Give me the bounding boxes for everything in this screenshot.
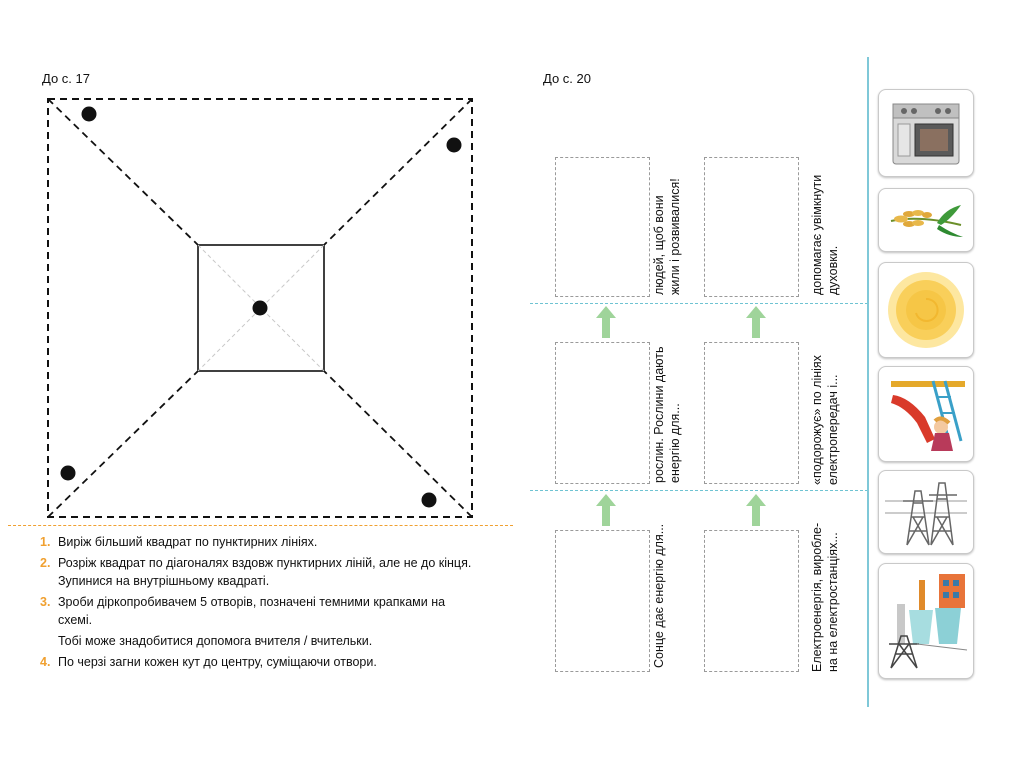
up-arrow-icon (596, 306, 616, 338)
inner-square (197, 244, 325, 372)
punch-dot (60, 465, 76, 481)
answer-card[interactable] (704, 530, 799, 672)
folding-square-diagram (47, 98, 473, 518)
instruction-number: 1. (40, 535, 51, 549)
instruction-text: Розріж квадрат по діагоналях вздовж пунк… (58, 556, 472, 588)
caption-col1-middle: рослин. Рослини дають енергію для... (652, 346, 682, 484)
instruction-text: По черзі загни кожен кут до центру, сумі… (58, 655, 377, 669)
sun-tile[interactable] (878, 262, 974, 358)
diagonal-cut-bl (47, 370, 199, 518)
caption-col2-middle: «подорожує» по лініях електропередач і..… (810, 355, 840, 485)
answer-card[interactable] (555, 157, 650, 297)
instruction-number: 3. (40, 595, 51, 609)
section-divider (8, 525, 513, 526)
instruction-text: Зроби діркопробивачем 5 отворів, позначе… (58, 595, 446, 627)
diagonal-cut-br (323, 370, 473, 518)
instruction-note: Тобі може знадобитися допомога вчителя /… (58, 634, 373, 648)
power-station-icon (889, 574, 968, 669)
punch-dot (421, 492, 437, 508)
power-tower-tile[interactable] (878, 470, 974, 554)
page-ref-right: До с. 20 (543, 71, 591, 86)
row-divider-bottom (530, 490, 868, 491)
caption-col2-top: допомагає увімкнути духовки. (810, 174, 840, 295)
cut-line (867, 57, 869, 707)
row-divider-top (530, 303, 868, 304)
caption-col2-bottom: Електроенергія, виробле- на на електрост… (810, 522, 840, 672)
instructions-list: 1. Виріж більший квадрат по пунктирних л… (40, 533, 480, 674)
answer-card[interactable] (555, 530, 650, 672)
page-ref-left: До с. 17 (42, 71, 90, 86)
oven-tile[interactable] (878, 89, 974, 177)
wheat-icon (890, 205, 963, 237)
answer-card[interactable] (704, 157, 799, 297)
power-station-tile[interactable] (878, 563, 974, 679)
oven-icon (892, 103, 960, 165)
slide-tile[interactable] (878, 366, 974, 462)
caption-col1-bottom: Сонце дає енергію для... (652, 523, 666, 668)
instruction-item: 4. По черзі загни кожен кут до центру, с… (40, 653, 480, 671)
caption-col1-top: людей, щоб вони жили і розвивалися! (652, 178, 682, 295)
diagonal-cut-tr (323, 98, 473, 246)
instruction-text: Виріж більший квадрат по пунктирних ліні… (58, 535, 318, 549)
up-arrow-icon (596, 494, 616, 526)
instruction-item: 3. Зроби діркопробивачем 5 отворів, позн… (40, 593, 480, 629)
instruction-number: 4. (40, 655, 51, 669)
answer-card[interactable] (555, 342, 650, 484)
punch-dot (81, 106, 97, 122)
instruction-number: 2. (40, 556, 51, 570)
sun-icon (888, 272, 964, 348)
instruction-item: 1. Виріж більший квадрат по пунктирних л… (40, 533, 480, 551)
punch-dot (446, 137, 462, 153)
slide-child-icon (891, 380, 965, 451)
punch-dot (252, 300, 268, 316)
up-arrow-icon (746, 494, 766, 526)
diagonal-cut-tl (47, 98, 199, 246)
power-tower-icon (885, 482, 967, 546)
instruction-item: 2. Розріж квадрат по діагоналях вздовж п… (40, 554, 480, 590)
up-arrow-icon (746, 306, 766, 338)
answer-card[interactable] (704, 342, 799, 484)
wheat-tile[interactable] (878, 188, 974, 252)
